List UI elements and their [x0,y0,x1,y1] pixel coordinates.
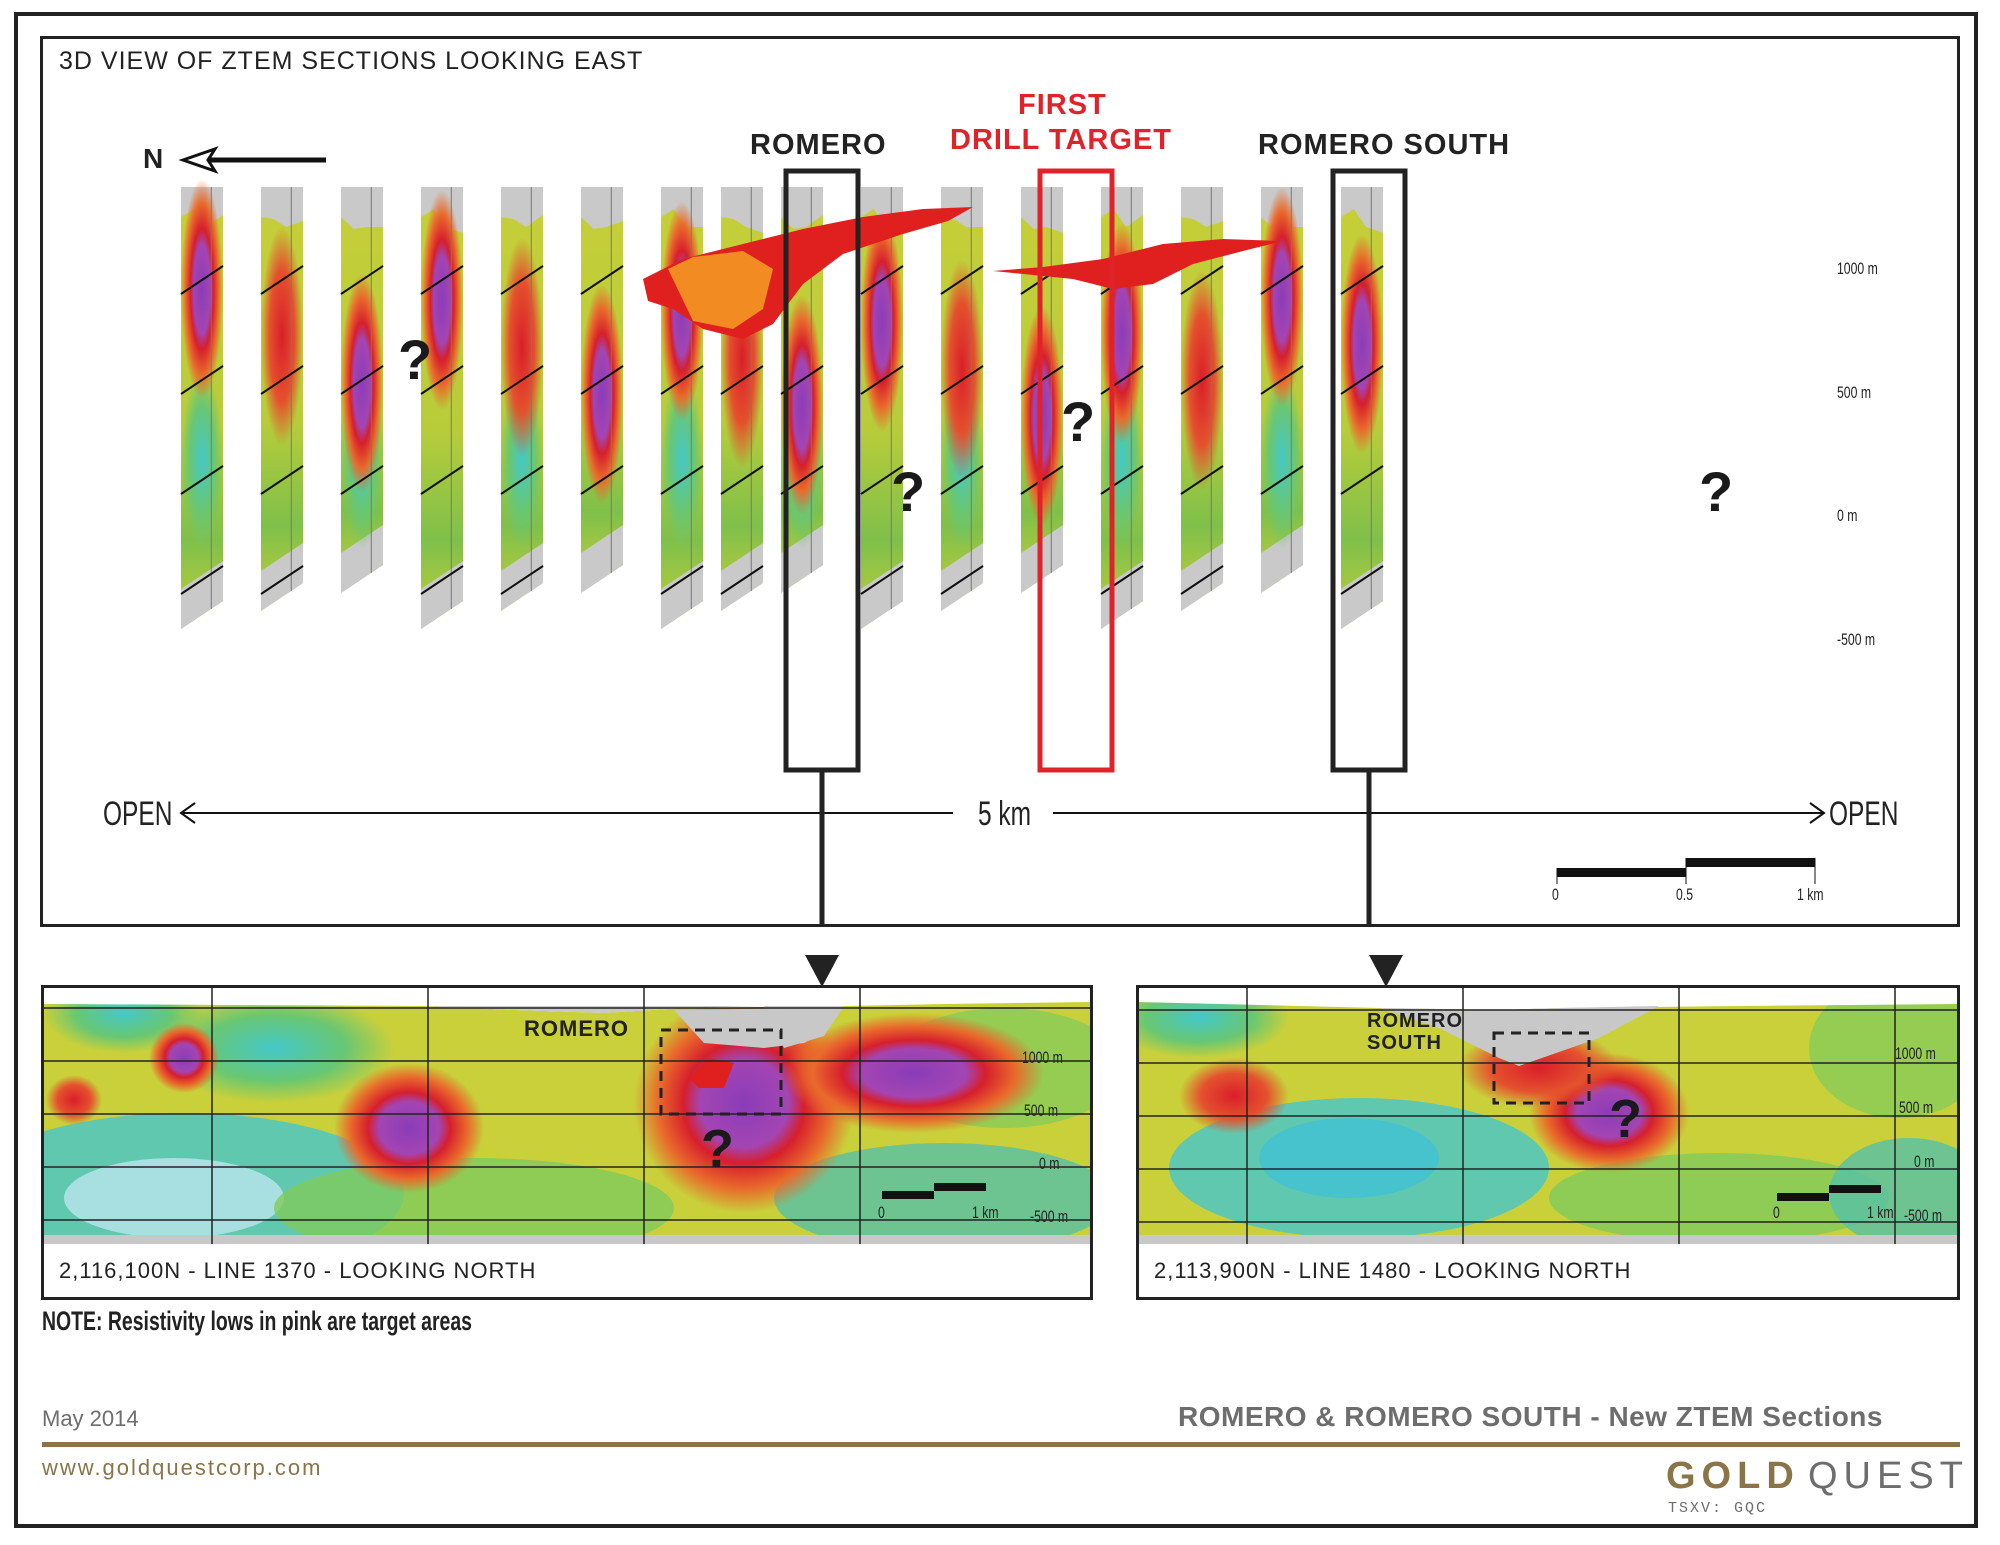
footer-gold-rule [42,1442,1960,1447]
ztem-section-strip [500,187,544,611]
scale-tick-0: 0 [1773,1203,1780,1222]
question-mark: ? [1699,460,1734,523]
romero-south-label-2: SOUTH [1367,1032,1442,1054]
extent-arrow-left-icon [179,802,196,824]
question-mark: ? [398,328,433,391]
scale-tick-0: 0 [878,1203,885,1222]
ztem-section-strip [660,187,704,629]
ztem-section-strip [860,187,904,629]
scale-bar-upper [1686,858,1815,867]
romero-south-3d-target-body [993,239,1283,289]
question-mark: ? [1061,390,1096,453]
north-label: N [143,143,164,174]
ztem-section-strip [180,179,224,629]
first-drill-target-label-1: FIRST [1018,89,1107,121]
scale-bar-lower [1557,868,1686,877]
elevation-tick-500: 500 m [1899,1098,1934,1117]
romero-south-label: ROMERO SOUTH [1258,129,1511,161]
scale-bar-lower [882,1191,934,1199]
elevation-tick-1000: 1000 m [1895,1044,1936,1063]
question-mark: ? [891,460,926,523]
ztem-section-strip [1260,187,1304,593]
ztem-section-strip [420,187,464,629]
ztem-section-strip [340,187,384,593]
section-1370-plot [44,988,1090,1244]
elevation-tick-0: 0 m [1039,1154,1060,1173]
ztem-section-strip [580,187,624,593]
scale-bar-lower [1777,1193,1829,1201]
question-mark: ? [701,1119,734,1179]
top-panel-3d-view: 3D VIEW OF ZTEM SECTIONS LOOKING EAST N … [40,36,1960,927]
extent-left-open: OPEN [103,795,173,833]
grid-lines [1139,988,1957,1244]
ztem-section-strip [1180,187,1224,611]
elevation-tick-1000: 1000 m [1022,1048,1063,1067]
first-drill-target-box [1037,168,1115,773]
ztem-section-strip [940,187,984,611]
extent-distance: 5 km [978,795,1032,833]
romero-3d-target-halo [668,251,773,329]
section-1480-plot [1139,988,1957,1244]
elevation-tick-500: 500 m [1837,383,1872,402]
romero-label: ROMERO [750,129,887,161]
scale-tick-half: 0.5 [1676,885,1694,904]
target-red-body [689,1058,734,1088]
scale-bar-upper [934,1183,986,1191]
question-mark: ? [1609,1089,1642,1149]
romero-south-dashed-box [1492,1031,1591,1105]
elevation-tick-1000: 1000 m [1837,259,1878,278]
section-caption: 2,116,100N - LINE 1370 - LOOKING NORTH [59,1258,537,1283]
footer-date: May 2014 [42,1406,139,1431]
scale-tick-1km: 1 km [1867,1203,1894,1222]
bottom-left-section-panel: ROMERO ? 1000 m 500 m 0 m -500 m 0 1 km … [41,985,1093,1300]
extent-arrow-right-icon [1809,802,1826,824]
scale-bar-upper [1829,1185,1881,1193]
scale-tick-1km: 1 km [972,1203,999,1222]
elevation-tick-0: 0 m [1914,1152,1935,1171]
logo-ticker: TSXV: GQC [1668,1500,1768,1517]
ztem-section-strip [1340,187,1384,629]
ztem-3d-sections [178,146,1826,924]
grid-lines [44,988,1090,1244]
romero-section-label: ROMERO [524,1016,629,1041]
elevation-tick-500: 500 m [1024,1101,1059,1120]
elevation-tick-0: 0 m [1837,506,1858,525]
scale-tick-1km: 1 km [1797,885,1824,904]
section-caption: 2,113,900N - LINE 1480 - LOOKING NORTH [1154,1258,1632,1283]
elevation-tick-minus500: -500 m [1837,630,1876,649]
extent-right-open: OPEN [1829,795,1899,833]
romero-south-label-1: ROMERO [1367,1010,1463,1032]
note-text: NOTE: Resistivity lows in pink are targe… [42,1306,472,1336]
first-drill-target-label-2: DRILL TARGET [950,124,1172,156]
ztem-section-strip [260,187,304,611]
logo-gold: GOLD [1666,1455,1800,1497]
elevation-tick-minus500: -500 m [1030,1207,1069,1226]
logo-quest: QUEST [1808,1455,1969,1497]
elevation-tick-minus500: -500 m [1904,1206,1943,1225]
bottom-right-section-panel: ROMERO SOUTH ? 1000 m 500 m 0 m -500 m 0… [1136,985,1960,1300]
scale-tick-0: 0 [1552,885,1559,904]
north-arrow-head-icon [178,146,219,174]
footer-website[interactable]: www.goldquestcorp.com [42,1455,323,1480]
top-panel-title: 3D VIEW OF ZTEM SECTIONS LOOKING EAST [59,47,644,75]
footer-title: ROMERO & ROMERO SOUTH - New ZTEM Section… [1178,1401,1883,1432]
outer-frame [14,12,1978,1528]
